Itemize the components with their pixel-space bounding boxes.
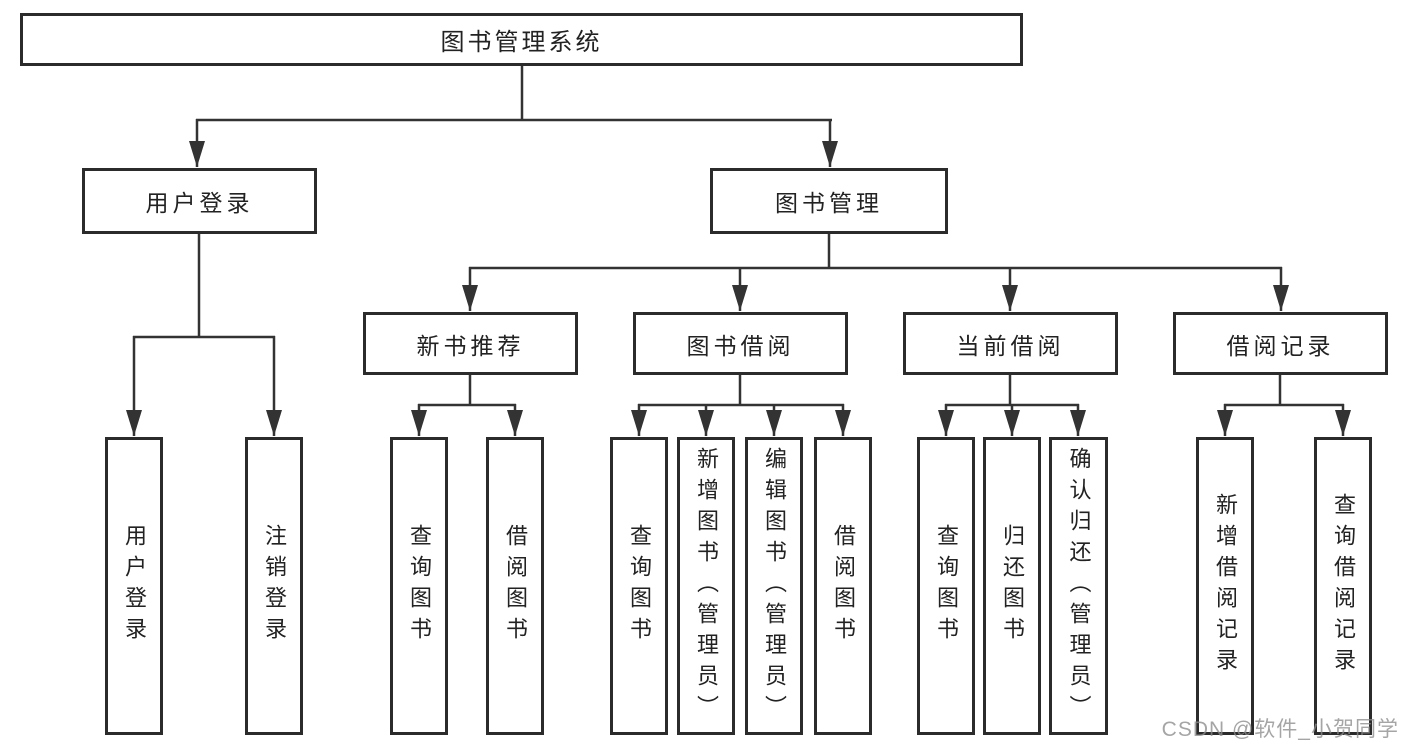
- leaf-query-books-current: 查询图书: [917, 437, 975, 735]
- leaf-add-books-admin: 新增图书（管理员）: [677, 437, 735, 735]
- node-label: 借阅图书: [831, 524, 856, 648]
- leaf-borrow-books-recommend: 借阅图书: [486, 437, 544, 735]
- csdn-watermark: CSDN @软件_小贺同学: [1161, 718, 1399, 741]
- node-label: 编辑图书（管理员）: [762, 446, 787, 726]
- node-label: 借阅记录: [1226, 332, 1335, 359]
- node-label: 新增借阅记录: [1213, 493, 1238, 679]
- node-new-book-recommend: 新书推荐: [363, 312, 578, 375]
- node-label: 图书借阅: [686, 332, 795, 359]
- node-label: 确认归还（管理员）: [1066, 446, 1092, 726]
- node-borrowing-records: 借阅记录: [1173, 312, 1388, 375]
- node-book-borrowing: 图书借阅: [633, 312, 848, 375]
- leaf-edit-books-admin: 编辑图书（管理员）: [745, 437, 803, 735]
- connector-borrowing-records-to-leaves: [1217, 375, 1351, 436]
- node-label: 借阅图书: [503, 524, 528, 648]
- node-label: 查询图书: [934, 524, 959, 648]
- node-label: 归还图书: [1000, 524, 1025, 648]
- node-label: 查询图书: [627, 524, 652, 648]
- node-label: 查询图书: [407, 524, 432, 648]
- leaf-user-login: 用户登录: [105, 437, 163, 735]
- connector-current-borrowing-to-leaves: [938, 375, 1086, 436]
- node-user-login: 用户登录: [82, 168, 317, 234]
- node-label: 新书推荐: [416, 332, 525, 359]
- node-label: 当前借阅: [956, 332, 1065, 359]
- node-label: 用户登录: [145, 190, 254, 216]
- connector-book-borrowing-to-leaves: [631, 375, 851, 436]
- connector-root-to-level2: [189, 64, 838, 167]
- leaf-query-borrow-record: 查询借阅记录: [1314, 437, 1372, 735]
- leaf-logout: 注销登录: [245, 437, 303, 735]
- connector-new-book-recommend-to-leaves: [411, 375, 523, 436]
- connector-book-management-to-level3: [462, 234, 1289, 311]
- node-label: 图书管理: [775, 190, 883, 216]
- node-library-management-system: 图书管理系统: [20, 13, 1023, 66]
- leaf-add-borrow-record: 新增借阅记录: [1196, 437, 1254, 735]
- connector-user-login-to-leaves: [126, 234, 282, 436]
- leaf-query-books-borrowing: 查询图书: [610, 437, 668, 735]
- node-label: 用户登录: [122, 524, 147, 648]
- leaf-return-books: 归还图书: [983, 437, 1041, 735]
- node-label: 注销登录: [262, 524, 287, 648]
- leaf-borrow-books-borrowing: 借阅图书: [814, 437, 872, 735]
- node-label: 新增图书（管理员）: [694, 446, 719, 726]
- leaf-confirm-return-admin: 确认归还（管理员）: [1049, 437, 1108, 735]
- node-label: 查询借阅记录: [1331, 493, 1356, 679]
- leaf-query-books-recommend: 查询图书: [390, 437, 448, 735]
- node-current-borrowing: 当前借阅: [903, 312, 1118, 375]
- node-label: 图书管理系统: [440, 29, 603, 56]
- node-book-management: 图书管理: [710, 168, 948, 234]
